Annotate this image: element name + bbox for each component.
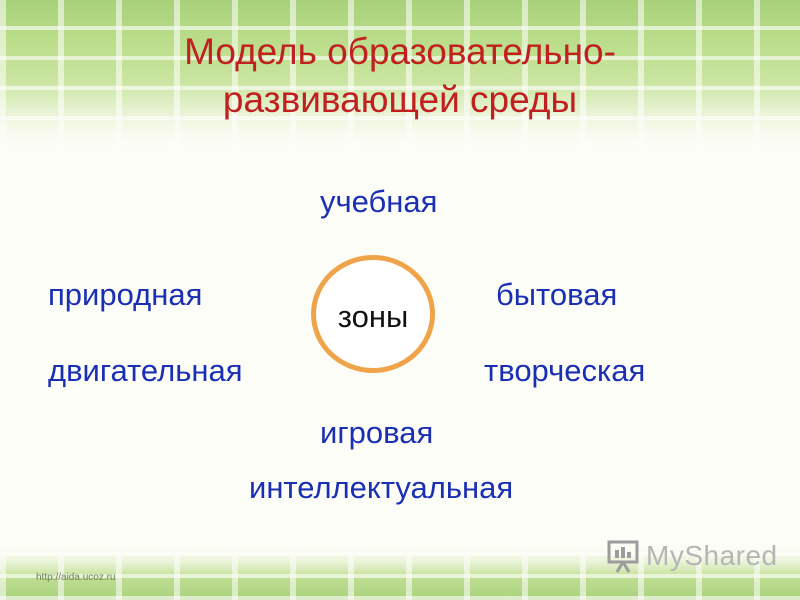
zone-prirodnaya: природная: [48, 277, 203, 312]
center-label: зоны: [337, 299, 409, 334]
zone-uchebnaya: учебная: [320, 184, 438, 219]
slide-title-line-2: развивающей среды: [222, 79, 578, 120]
footer-url[interactable]: http://aida.ucoz.ru: [36, 572, 116, 583]
zone-dvigatelnaya: двигательная: [48, 353, 243, 388]
watermark: MyShared: [606, 536, 778, 576]
watermark-text: MyShared: [646, 540, 778, 571]
zone-bytovaya: бытовая: [496, 277, 618, 312]
decorative-bottom-band: [0, 545, 800, 600]
zone-igrovaya: игровая: [320, 415, 434, 450]
slide-title: Модель образовательно- развивающей среды: [0, 28, 800, 124]
zone-intellektualnaya: интеллектуальная: [249, 470, 514, 505]
slide-title-line-1: Модель образовательно-: [184, 31, 616, 72]
center-circle: [311, 255, 435, 373]
presentation-board-icon: [607, 540, 639, 573]
zone-tvorcheskaya: творческая: [484, 353, 646, 388]
decorative-top-band: [0, 0, 800, 150]
